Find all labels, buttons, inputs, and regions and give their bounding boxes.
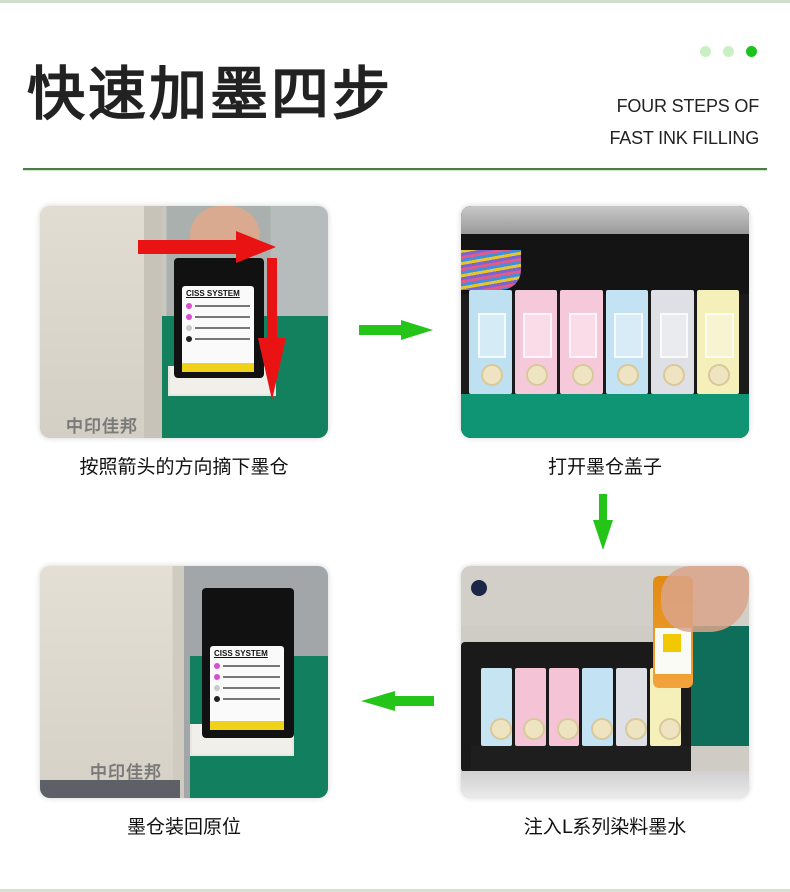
printer-side-panel	[40, 206, 146, 438]
ink-tank	[514, 290, 557, 394]
ink-cartridge-box: CISS SYSTEM	[174, 258, 264, 378]
open-cap-icon	[526, 363, 549, 386]
flow-arrow-down-icon	[593, 494, 613, 550]
step-4-caption: 墨仓装回原位	[126, 816, 241, 838]
open-cap-icon	[658, 717, 681, 740]
ink-tank	[514, 668, 546, 746]
printer-edge	[144, 206, 162, 438]
printer-lid	[461, 206, 749, 234]
hand	[661, 566, 749, 632]
ink-cartridge-box: CISS SYSTEM	[202, 588, 294, 738]
printer-front-panel	[461, 771, 749, 798]
open-cap-icon	[489, 717, 512, 740]
ciss-label-title: CISS SYSTEM	[186, 289, 240, 298]
ink-tank	[651, 290, 694, 394]
printer-brand-mark: 中印佳邦	[66, 417, 138, 437]
bottle-logo-icon	[663, 634, 681, 652]
subtitle-line-2: FAST INK FILLING	[609, 128, 759, 148]
step-4-photo: 中印佳邦 CISS SYSTEM	[40, 566, 328, 798]
green-floor	[461, 394, 749, 438]
open-cap-icon	[662, 363, 685, 386]
ink-tank	[582, 668, 614, 746]
english-subtitle: FOUR STEPS OF FAST INK FILLING	[609, 90, 759, 154]
dot-icon	[723, 46, 734, 57]
dot-icon-active	[746, 46, 757, 57]
ink-tank	[481, 668, 512, 746]
ink-tank	[469, 290, 512, 394]
arrow-down-icon	[258, 258, 286, 400]
ink-tank	[548, 668, 580, 746]
background-green	[691, 626, 749, 746]
printer-side-panel	[40, 566, 172, 798]
ink-tank	[560, 290, 603, 394]
open-cap-icon	[708, 363, 731, 386]
page-title: 快速加墨四步	[27, 60, 394, 128]
subtitle-line-1: FOUR STEPS OF	[616, 96, 760, 116]
ink-tank	[605, 290, 648, 394]
bottom-border-strip	[0, 889, 790, 892]
step-2-caption: 打开墨仓盖子	[547, 456, 662, 478]
power-button-icon	[471, 580, 487, 596]
ink-tank	[616, 668, 648, 746]
ciss-label: CISS SYSTEM	[182, 286, 254, 372]
step-1-caption: 按照箭头的方向摘下墨仓	[79, 456, 289, 478]
flow-arrow-right-icon	[359, 320, 433, 340]
open-cap-icon	[480, 363, 503, 386]
dot-icon	[700, 46, 711, 57]
ciss-label: CISS SYSTEM	[210, 646, 284, 730]
flow-arrow-left-icon	[361, 691, 434, 711]
header-divider	[23, 168, 767, 170]
step-1-photo: 中印佳邦 CISS SYSTEM	[40, 206, 328, 438]
ink-tank	[696, 290, 739, 394]
printer-brand-mark: 中印佳邦	[90, 763, 162, 783]
top-border-strip	[0, 0, 790, 3]
open-cap-icon	[571, 363, 594, 386]
decorative-dots	[700, 46, 757, 57]
ink-tank-row	[481, 668, 681, 746]
step-3-photo	[461, 566, 749, 798]
open-cap-icon	[591, 717, 614, 740]
step-2-photo	[461, 206, 749, 438]
ciss-label-title: CISS SYSTEM	[214, 649, 268, 658]
open-cap-icon	[557, 717, 580, 740]
printer-base	[40, 780, 180, 798]
step-3-caption: 注入L系列染料墨水	[523, 816, 687, 838]
open-cap-icon	[617, 363, 640, 386]
ink-tubes	[461, 250, 521, 290]
open-cap-icon	[624, 717, 647, 740]
arrow-right-icon	[138, 231, 276, 263]
ink-tank-row	[469, 290, 739, 394]
open-cap-icon	[523, 717, 546, 740]
